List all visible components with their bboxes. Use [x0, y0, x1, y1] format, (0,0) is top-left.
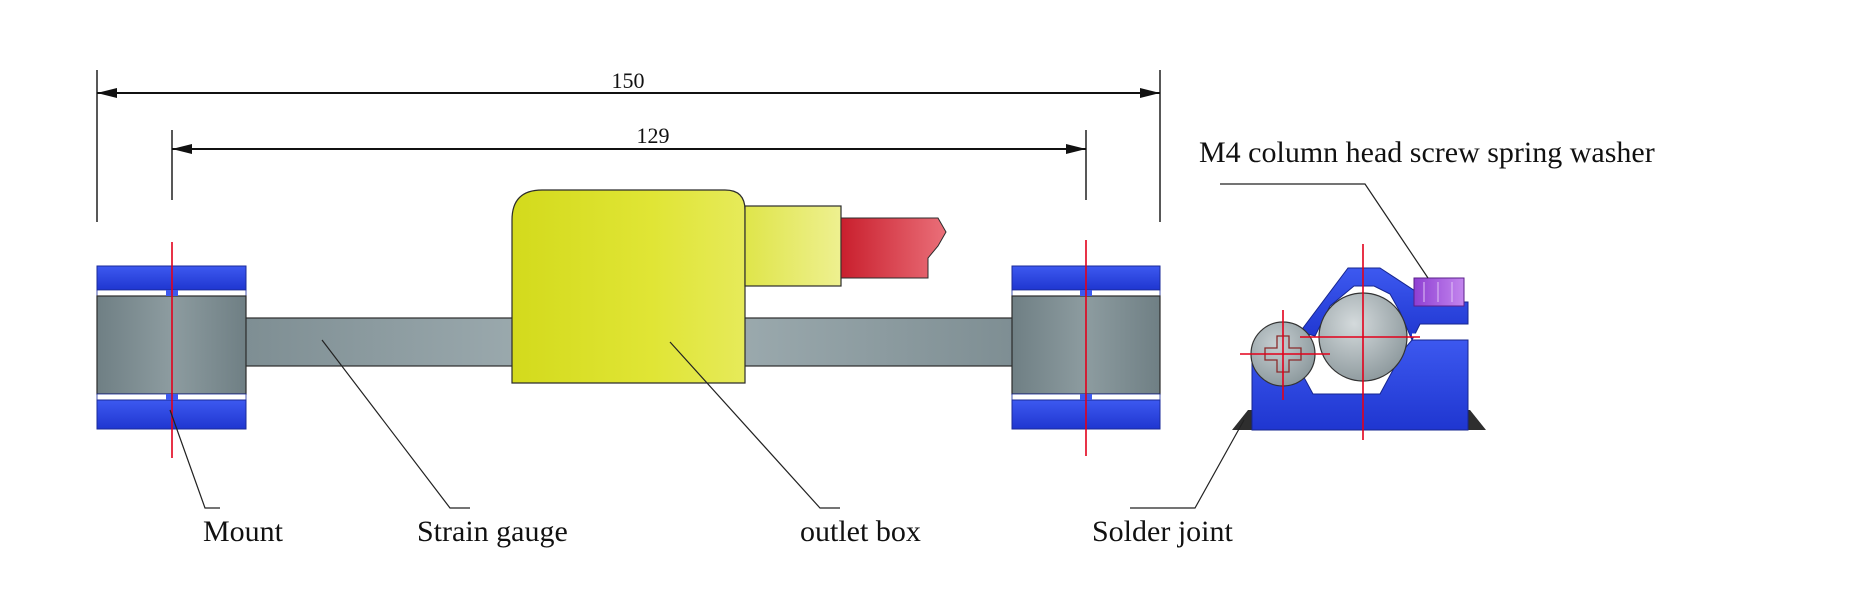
left-mount [96, 242, 247, 458]
label-screw: M4 column head screw spring washer [1199, 136, 1655, 169]
dimension-mount-spacing: 129 [171, 123, 1087, 200]
dimension-overall: 150 [96, 68, 1161, 222]
overall-dimension-label: 150 [612, 68, 645, 93]
label-solder-joint: Solder joint [1092, 515, 1233, 548]
label-strain-gauge: Strain gauge [417, 515, 568, 548]
right-mount [1011, 240, 1161, 456]
clamp-side-view [1232, 244, 1486, 440]
outlet-box [511, 189, 947, 384]
label-mount: Mount [203, 515, 284, 548]
leader-lines [169, 183, 1429, 509]
mount-spacing-dimension-label: 129 [637, 123, 670, 148]
label-outlet-box: outlet box [800, 515, 921, 548]
